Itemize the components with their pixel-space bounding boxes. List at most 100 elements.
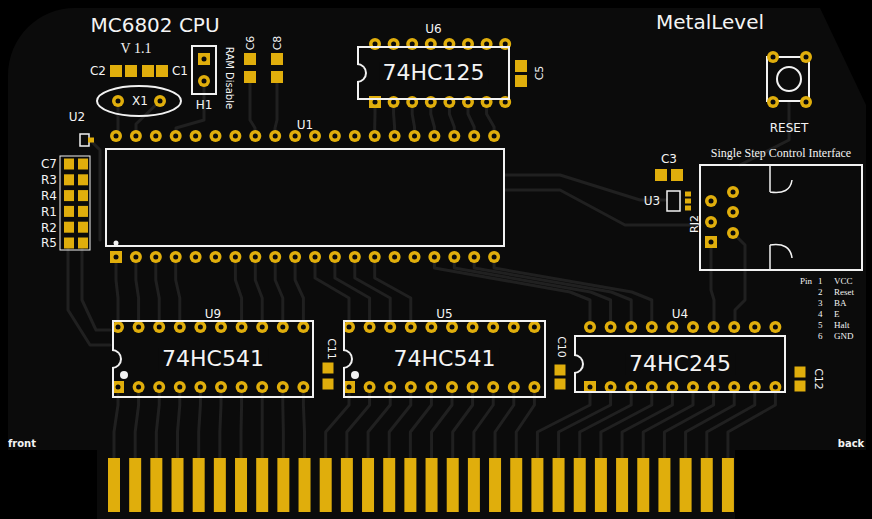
round-pad	[487, 321, 499, 333]
copper-trace	[68, 243, 110, 345]
round-pad	[605, 321, 617, 333]
round-pad	[309, 130, 321, 142]
drill-hole	[732, 385, 737, 390]
drill-hole	[429, 385, 434, 390]
round-pad	[289, 130, 301, 142]
drill-hole	[158, 99, 163, 104]
drill-hole	[239, 385, 244, 390]
drill-hole	[133, 255, 138, 260]
drill-hole	[173, 134, 178, 139]
round-pad	[236, 381, 248, 393]
round-pad	[488, 130, 500, 142]
silk-label: 1	[818, 277, 823, 286]
edge-finger	[172, 458, 184, 512]
drill-hole	[392, 134, 397, 139]
edge-finger	[108, 458, 120, 512]
round-pad	[194, 321, 206, 333]
drill-hole	[711, 385, 716, 390]
round-pad	[462, 96, 474, 108]
round-pad	[369, 130, 381, 142]
round-pad	[190, 130, 202, 142]
drill-hole	[391, 100, 396, 105]
drill-hole	[711, 325, 716, 330]
pin1-dot	[351, 371, 359, 379]
drill-hole	[202, 79, 207, 84]
drill-hole	[233, 134, 238, 139]
round-pad	[256, 381, 268, 393]
round-pad	[406, 38, 418, 50]
round-pad	[277, 321, 289, 333]
smd-pad	[515, 75, 527, 87]
copper-trace	[711, 242, 714, 327]
passive-outline	[60, 156, 90, 250]
round-pad	[508, 381, 520, 393]
drill-hole	[260, 385, 265, 390]
silk-label: R3	[41, 174, 57, 186]
round-pad	[364, 321, 376, 333]
drill-hole	[260, 325, 265, 330]
drill-hole	[773, 385, 778, 390]
copper-traces	[68, 77, 789, 458]
silk-label: C6	[245, 36, 256, 51]
copper-trace	[494, 257, 652, 327]
drill-hole	[213, 134, 218, 139]
silk-label: E	[834, 310, 840, 319]
drill-hole	[313, 134, 318, 139]
round-pad	[528, 321, 540, 333]
square-pad	[369, 96, 381, 108]
chip-notch	[343, 349, 353, 369]
round-pad	[767, 51, 779, 63]
round-pad	[666, 321, 678, 333]
smd-pad	[142, 65, 154, 77]
square-pad	[705, 236, 717, 248]
silk-label: RESET	[770, 122, 808, 134]
drill-hole	[588, 325, 593, 330]
silk-label: C5	[534, 66, 545, 81]
silk-label: VCC	[834, 277, 853, 286]
drill-hole	[301, 385, 306, 390]
drill-hole	[173, 255, 178, 260]
copper-trace	[315, 257, 349, 327]
round-pad	[443, 38, 455, 50]
smd-pad	[244, 53, 256, 65]
drill-hole	[447, 100, 452, 105]
round-pad	[112, 95, 124, 107]
silk-label: BA	[834, 299, 847, 308]
drill-hole	[492, 255, 497, 260]
crystal-outline	[97, 86, 181, 116]
round-pad	[448, 130, 460, 142]
silk-label: R4	[41, 190, 57, 202]
drill-hole	[732, 325, 737, 330]
drill-hole	[332, 255, 337, 260]
round-pad	[646, 321, 658, 333]
round-pad	[425, 381, 437, 393]
chip-notch	[112, 349, 122, 369]
round-pad	[425, 38, 437, 50]
drill-hole	[450, 325, 455, 330]
round-pad	[150, 130, 162, 142]
round-pad	[405, 321, 417, 333]
round-pad	[467, 321, 479, 333]
drill-hole	[649, 325, 654, 330]
edge-finger	[426, 458, 438, 512]
drill-hole	[116, 385, 121, 390]
drill-hole	[293, 134, 298, 139]
copper-trace	[250, 77, 255, 136]
drill-hole	[301, 325, 306, 330]
round-pad	[256, 321, 268, 333]
drill-hole	[177, 325, 182, 330]
drill-hole	[213, 255, 218, 260]
drill-hole	[470, 325, 475, 330]
copper-trace	[90, 140, 100, 240]
silk-label: 3	[818, 299, 823, 308]
drill-hole	[202, 57, 207, 62]
drill-hole	[773, 325, 778, 330]
edge-finger	[722, 458, 734, 512]
chip-outline: U474HC245	[574, 335, 786, 393]
round-pad	[210, 251, 222, 263]
copper-trace	[505, 190, 700, 225]
round-pad	[153, 381, 165, 393]
round-pad	[194, 381, 206, 393]
round-pad	[249, 251, 261, 263]
round-pad	[349, 251, 361, 263]
